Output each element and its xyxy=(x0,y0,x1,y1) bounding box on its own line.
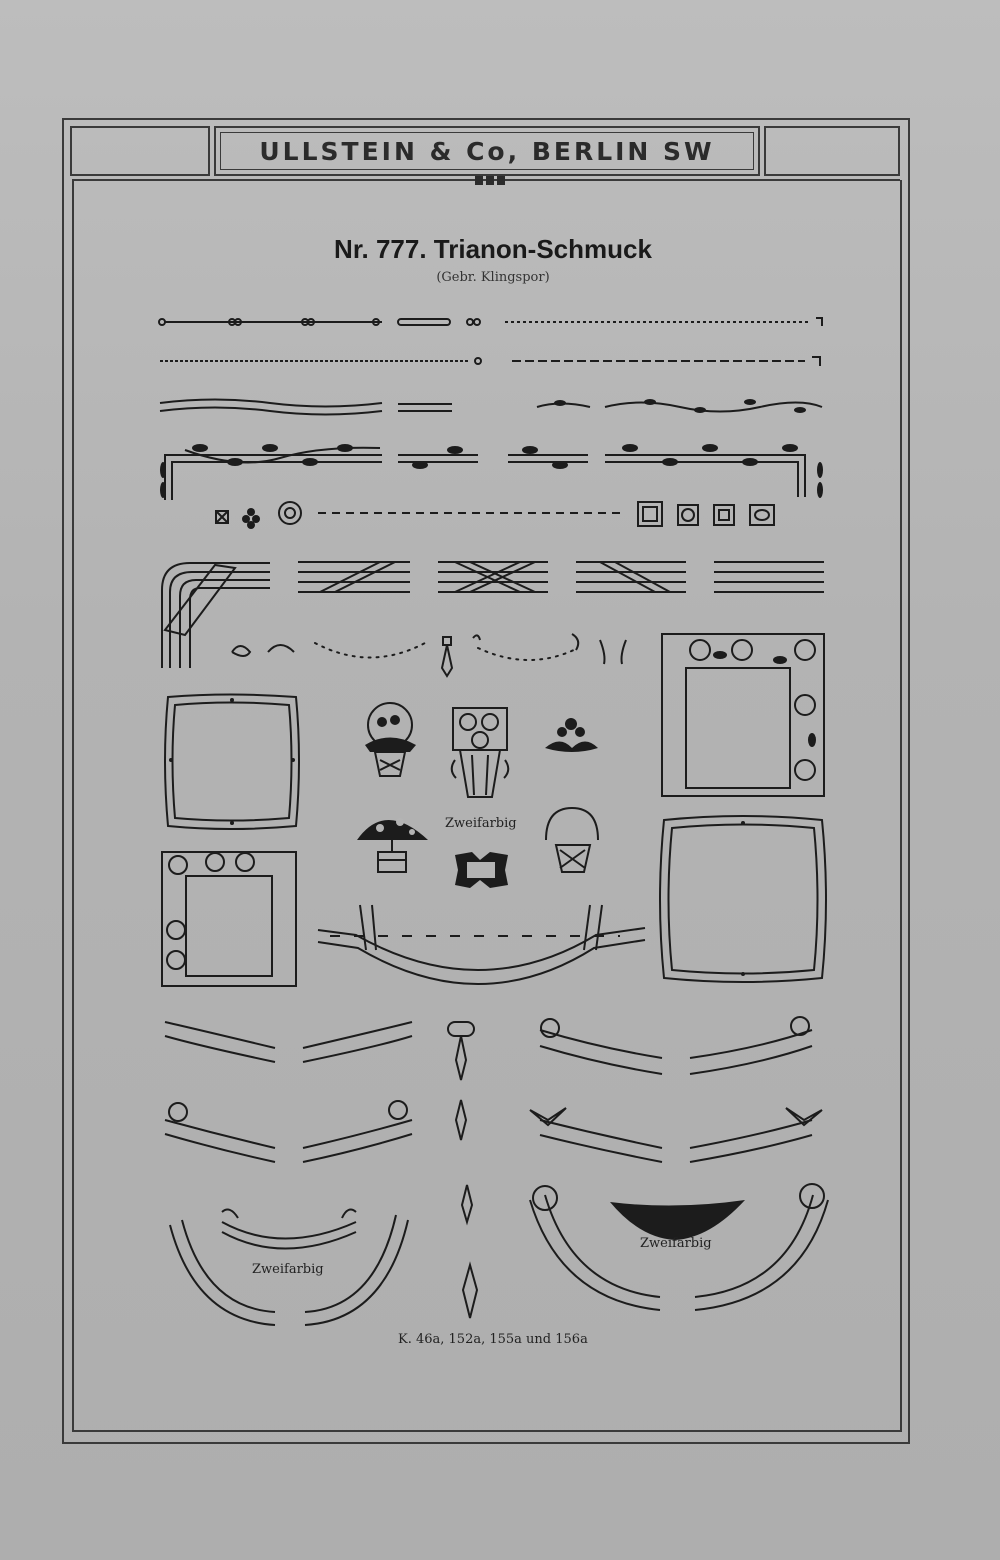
specimen-title: Nr. 777. Trianon-Schmuck xyxy=(334,234,652,264)
header-box-right xyxy=(764,126,900,176)
inner-frame xyxy=(72,180,902,1432)
flower-spray-icon xyxy=(545,718,598,752)
wavy-frame-top-left-icon xyxy=(164,693,300,830)
ribbon-swag-row-2-icons xyxy=(164,1099,823,1163)
leaf-garland-corner-left-icon xyxy=(160,444,382,500)
arrow-border-top-icon xyxy=(505,317,823,326)
chevron-border-left-icon xyxy=(160,357,482,365)
garland-arc-right-icon xyxy=(529,1183,829,1311)
garland-arc-left-icon xyxy=(169,1208,409,1326)
chain-border-icon xyxy=(158,318,481,326)
header-ornament-icon xyxy=(466,176,514,185)
small-ornaments-right-icon xyxy=(637,501,775,527)
header-inner-border xyxy=(220,132,754,170)
scroll-cartouche-icon xyxy=(455,852,508,888)
two-color-label-right: Zweifarbig xyxy=(640,1236,712,1251)
rose-frame-top-right-icon xyxy=(661,633,825,797)
ribbon-corner-icon xyxy=(161,562,270,668)
header-box-left xyxy=(70,126,210,176)
header-box-publisher: ULLSTEIN & Co, BERLIN SW xyxy=(214,126,760,176)
publisher-name: ULLSTEIN & Co, BERLIN SW xyxy=(259,136,715,166)
drop-ornaments-icon xyxy=(460,1184,479,1319)
arrowhead-border-icon xyxy=(512,356,821,366)
specimen-footnote: K. 46a, 152a, 155a und 156a xyxy=(398,1332,588,1347)
leaf-vine-line-icon xyxy=(536,399,823,413)
specimen-subtitle: (Gebr. Klingspor) xyxy=(436,270,550,285)
ribbon-band-icons xyxy=(298,561,824,593)
flower-basket-icon xyxy=(365,702,416,777)
two-color-label-left: Zweifarbig xyxy=(252,1262,324,1277)
wavy-line-icon xyxy=(159,398,452,416)
leaf-garland-small-icon xyxy=(398,446,588,469)
outer-frame xyxy=(62,118,910,1444)
wavy-frame-right-icon xyxy=(659,815,827,983)
scroll-swag-icons xyxy=(231,633,627,678)
leaf-garland-corner-right-icon xyxy=(605,444,823,498)
rose-vase-icon xyxy=(450,707,510,798)
leaf-garland-swag-icon xyxy=(317,904,646,985)
ribbon-swag-row-1-icons xyxy=(164,1016,813,1081)
small-ornaments-left-icon xyxy=(215,501,302,529)
rose-frame-left-icon xyxy=(161,851,297,987)
handle-basket-icon xyxy=(545,806,599,873)
mushroom-tree-icon xyxy=(357,818,428,873)
two-color-label-center: Zweifarbig xyxy=(445,816,517,831)
